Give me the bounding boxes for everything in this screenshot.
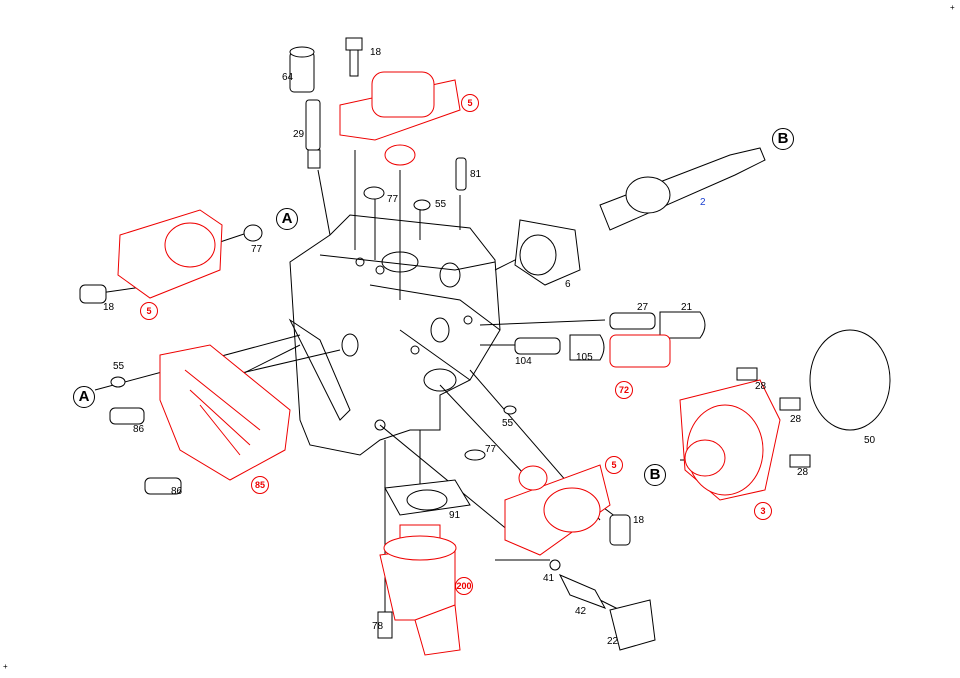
leader-lines: [94, 150, 710, 625]
part-label-105: 105: [576, 352, 593, 363]
part-label-91: 91: [449, 510, 461, 521]
part-label-55: 55: [435, 199, 447, 210]
part-label-55: 55: [113, 361, 125, 372]
assembly-label-5: 5: [461, 94, 479, 112]
part-label-6: 6: [565, 279, 571, 290]
assembly-label-72: 72: [615, 381, 633, 399]
reference-marker-b: B: [772, 128, 794, 150]
part-label-18: 18: [103, 302, 115, 313]
black-parts: [79, 37, 891, 651]
part-label-41: 41: [543, 573, 555, 584]
part-label-64: 64: [282, 72, 294, 83]
part-label-28: 28: [797, 467, 809, 478]
pump-housing: [288, 214, 501, 456]
assembly-label-5: 5: [140, 302, 158, 320]
corner-mark-bottom-left: +: [3, 662, 8, 671]
reference-marker-b: B: [644, 464, 666, 486]
part-label-18: 18: [633, 515, 645, 526]
part-label-77: 77: [387, 194, 399, 205]
part-label-78: 78: [372, 621, 384, 632]
part-label-29: 29: [293, 129, 305, 140]
part-label-27: 27: [637, 302, 649, 313]
red-assemblies: [117, 71, 781, 656]
corner-mark-top-right: +: [950, 3, 955, 12]
part-label-21: 21: [681, 302, 693, 313]
part-label-2: 2: [700, 197, 706, 208]
assembly-label-3: 3: [754, 502, 772, 520]
part-label-77: 77: [485, 444, 497, 455]
part-label-81: 81: [470, 169, 482, 180]
assembly-label-85: 85: [251, 476, 269, 494]
reference-marker-a: A: [73, 386, 95, 408]
part-label-18: 18: [370, 47, 382, 58]
part-label-28: 28: [755, 381, 767, 392]
part-label-104: 104: [515, 356, 532, 367]
part-label-42: 42: [575, 606, 587, 617]
part-label-77: 77: [251, 244, 263, 255]
part-label-22: 22: [607, 636, 619, 647]
part-label-55: 55: [502, 418, 514, 429]
part-label-28: 28: [790, 414, 802, 425]
part-label-86: 86: [171, 486, 183, 497]
assembly-label-200: 200: [455, 577, 473, 595]
assembly-label-5: 5: [605, 456, 623, 474]
reference-marker-a: A: [276, 208, 298, 230]
part-label-50: 50: [864, 435, 876, 446]
part-label-86: 86: [133, 424, 145, 435]
